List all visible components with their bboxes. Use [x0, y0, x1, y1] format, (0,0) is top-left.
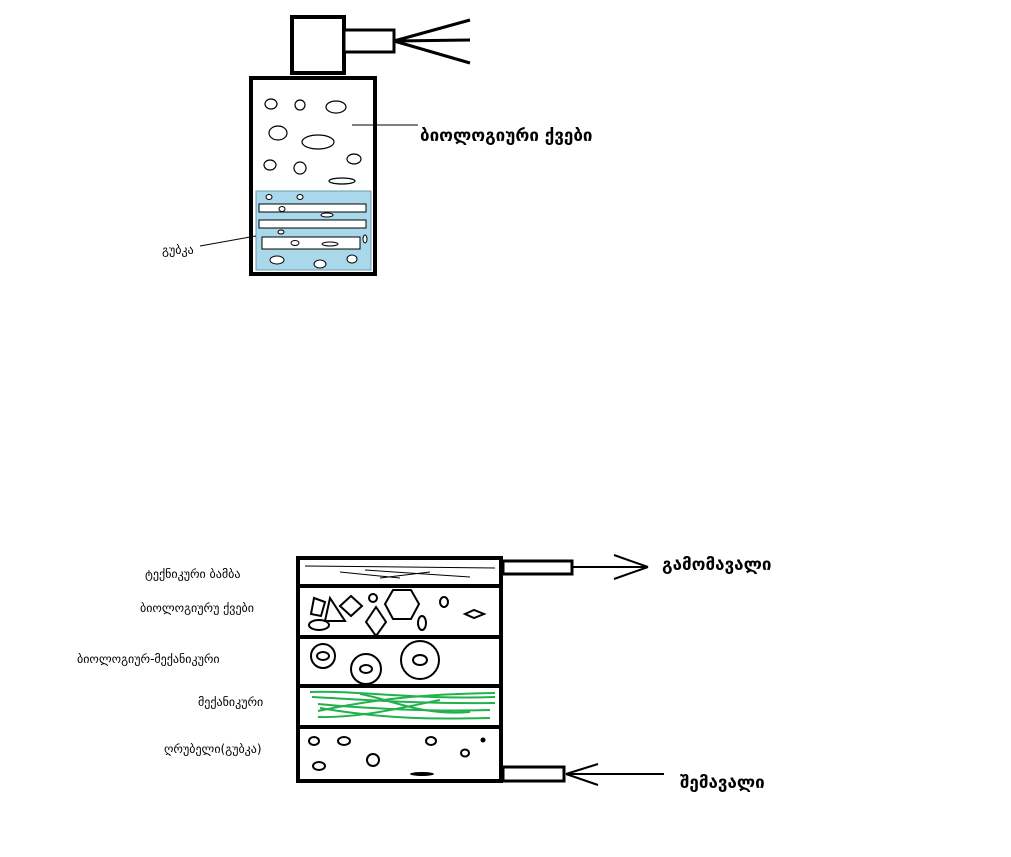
canister-filter: ბიოლოგიური ქვები გუბკა — [162, 15, 593, 276]
cotton-layer-fill — [304, 565, 496, 579]
layer-label-sponge: ღრუბელი(გუბკა) — [164, 742, 262, 756]
sponge-leader — [199, 235, 257, 247]
bio-stones — [263, 98, 362, 185]
inlet-pipe — [501, 765, 566, 783]
sponge-bubbles — [265, 194, 368, 269]
sponge-layer-fill — [308, 736, 470, 771]
outlet-nozzle — [342, 28, 396, 54]
layer-label-bio-stones: ბიოლოგიურუ ქვები — [140, 601, 254, 615]
pump-head — [290, 15, 346, 75]
layer-label-cotton: ტექნიკური ბამბა — [145, 567, 240, 581]
layer-dividers — [298, 584, 501, 729]
bio-mechanical-layer-fill — [310, 640, 440, 685]
outlet-label: გამომავალი — [662, 555, 771, 575]
sponge-dash — [410, 772, 434, 776]
outlet-arrow-icon — [572, 554, 649, 580]
inlet-arrow-icon — [565, 763, 664, 786]
outlet-pipe — [501, 559, 574, 576]
layer-label-mechanical: მექანიკური — [198, 695, 263, 709]
sponge-dot — [480, 737, 486, 743]
mechanical-layer-fill — [309, 690, 496, 720]
sponge-strips — [258, 203, 367, 250]
spray-lines — [393, 18, 471, 65]
bio-stones-layer-fill — [308, 589, 487, 638]
layered-filter-box — [296, 556, 503, 783]
layer-label-bio-mechanical: ბიოლოგიურ-მექანიკური — [77, 652, 220, 666]
label-sponge: გუბკა — [162, 243, 194, 257]
inlet-label: შემავალი — [680, 773, 765, 793]
layered-filter: გამომავალი შემავალი ტექნიკური ბამბა ბიოლ… — [77, 554, 771, 793]
label-biological-media: ბიოლოგიური ქვები — [420, 126, 593, 146]
